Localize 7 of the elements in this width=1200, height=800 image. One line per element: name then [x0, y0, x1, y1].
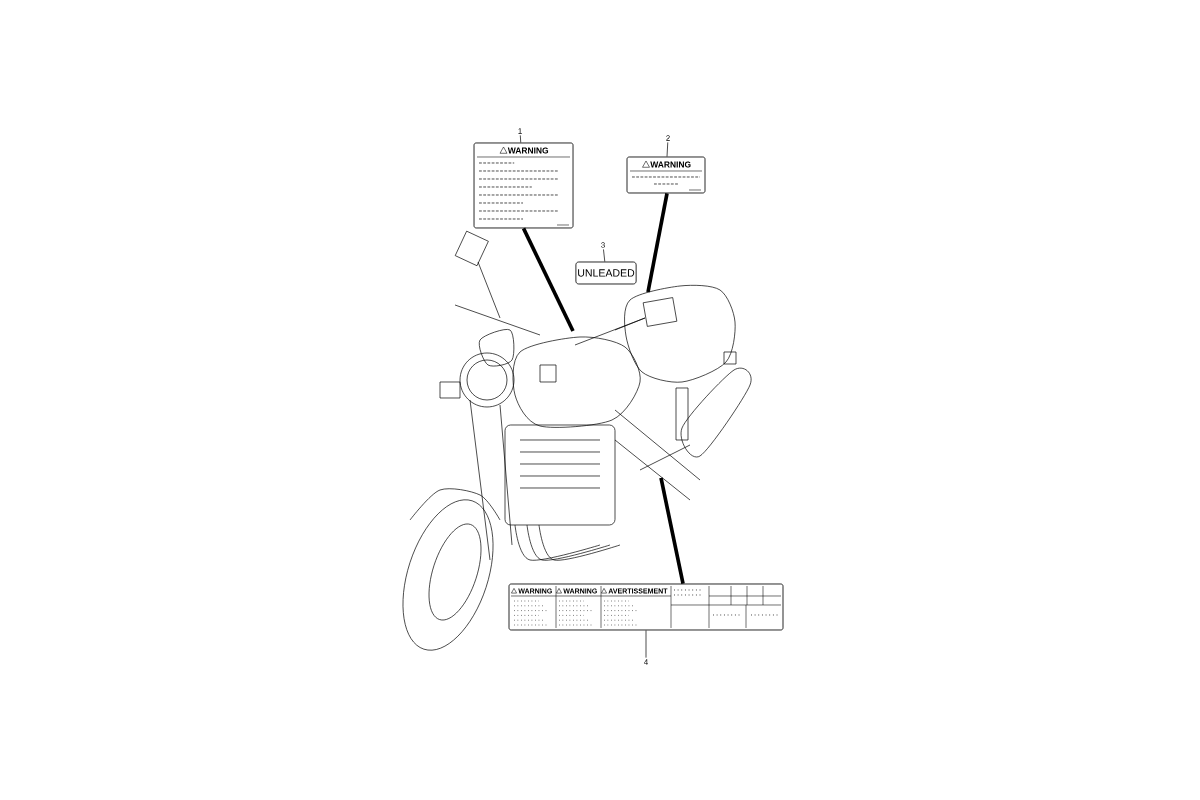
- leader-line: [603, 249, 606, 262]
- leader-line: [645, 630, 647, 658]
- leader-line: [519, 135, 522, 143]
- label-heading: WARNING: [507, 147, 549, 154]
- leader-line: [666, 142, 669, 157]
- label-heading: WARNING: [650, 161, 691, 168]
- unleaded-label: UNLEADED: [575, 261, 637, 285]
